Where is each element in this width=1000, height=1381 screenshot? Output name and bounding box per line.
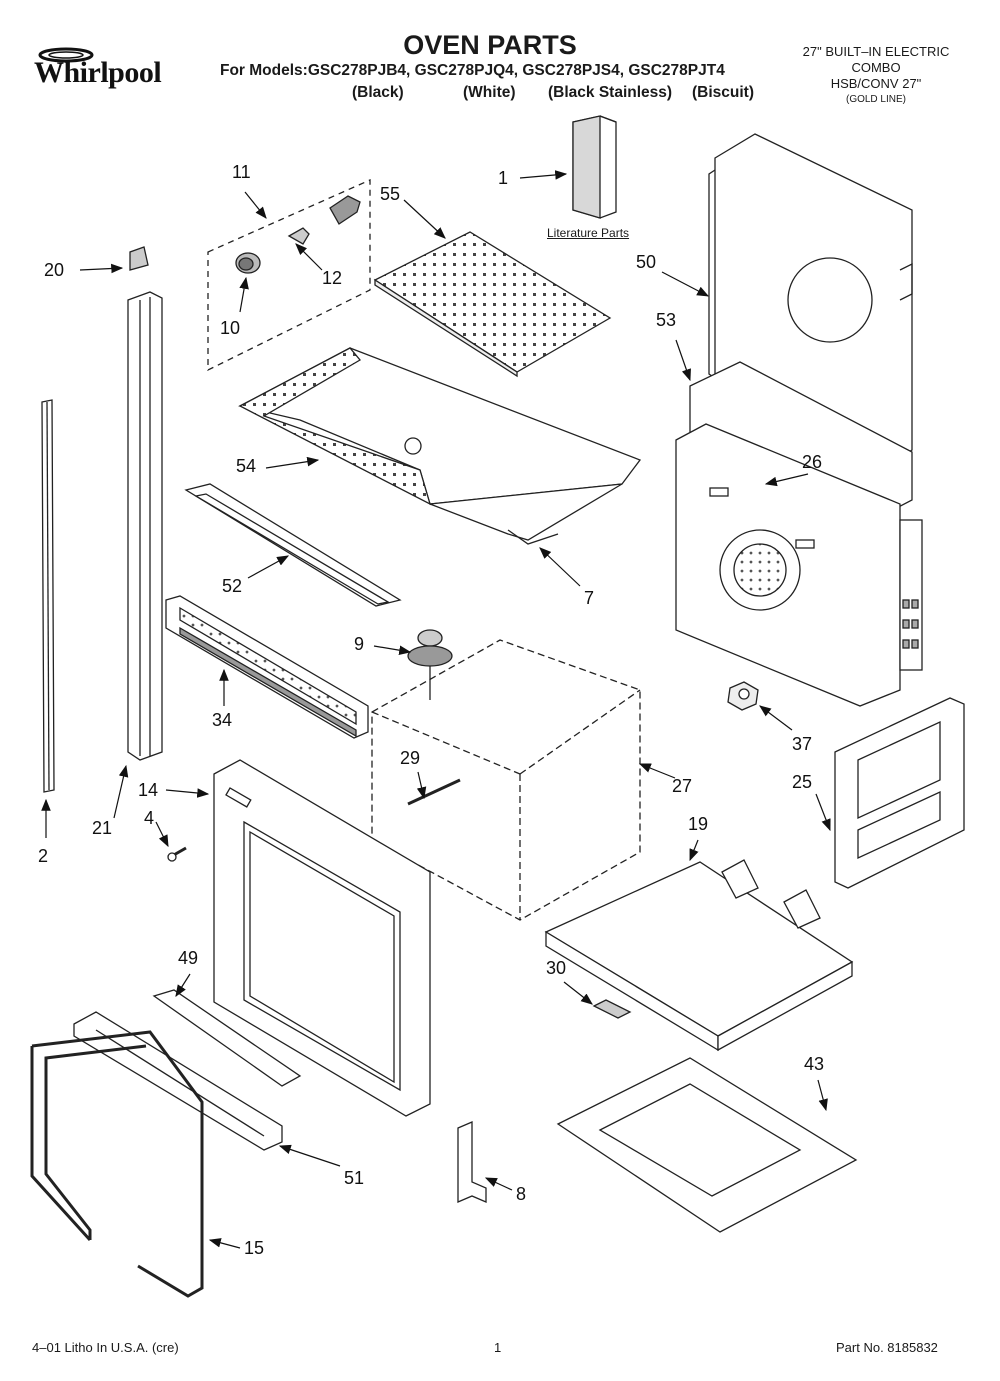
part-30-bracket: [592, 999, 632, 1019]
callout-21: 21: [92, 818, 113, 838]
footer-part-number: Part No. 8185832: [836, 1340, 938, 1355]
part-51-trim: [73, 1011, 283, 1151]
footer-litho: 4–01 Litho In U.S.A. (cre): [32, 1340, 179, 1355]
callout-15: 15: [244, 1238, 265, 1258]
callout-55: 55: [380, 184, 401, 204]
part-9-element: [407, 629, 453, 700]
part-7-tray-bottom: [507, 529, 559, 545]
part-15-gasket: [30, 1030, 204, 1298]
literature-parts-label: Literature Parts: [547, 226, 630, 240]
callout-37: 37: [792, 734, 813, 754]
part-11-group-outline: [207, 178, 371, 372]
part-20-clip: [129, 246, 149, 271]
callout-30: 30: [546, 958, 567, 978]
product-line-3: HSB/CONV 27": [830, 76, 922, 91]
part-43-pan: [556, 1057, 858, 1233]
variant-biscuit: (Biscuit): [692, 84, 754, 101]
product-line-2: COMBO: [851, 60, 901, 75]
part-55-insulation: [373, 231, 612, 378]
callout-20: 20: [44, 260, 65, 280]
callout-25: 25: [792, 772, 813, 792]
callout-7: 7: [584, 588, 595, 608]
part-10-lamp: [235, 252, 261, 274]
part-26-fan-panel: [675, 423, 923, 707]
part-34-vent: [165, 595, 369, 739]
part-14-front-frame: [213, 759, 431, 1117]
variant-black: (Black): [352, 84, 404, 101]
callout-19: 19: [688, 814, 709, 834]
callout-leaders: [41, 170, 831, 1249]
callout-29: 29: [400, 748, 421, 768]
part-52-bracket: [184, 483, 402, 607]
page-title: OVEN PARTS: [403, 30, 577, 60]
logo-swoosh-icon: [38, 47, 94, 63]
callout-49: 49: [178, 948, 199, 968]
part-25-cover: [834, 697, 965, 889]
callout-26: 26: [802, 452, 823, 472]
part-12-bulb: [287, 227, 310, 245]
callout-8: 8: [516, 1184, 527, 1204]
callout-43: 43: [804, 1054, 825, 1074]
callout-9: 9: [354, 634, 365, 654]
callout-34: 34: [212, 710, 233, 730]
models-line: For Models:GSC278PJB4, GSC278PJQ4, GSC27…: [220, 62, 725, 79]
part-49-trim: [152, 989, 302, 1087]
callout-51: 51: [344, 1168, 365, 1188]
callout-53: 53: [656, 310, 677, 330]
callout-2: 2: [38, 846, 49, 866]
callout-10: 10: [220, 318, 241, 338]
product-line-4: (GOLD LINE): [845, 94, 906, 105]
part-8-bracket: [457, 1121, 487, 1203]
logo-wordmark: Whirlpool: [34, 56, 162, 89]
callout-27: 27: [672, 776, 693, 796]
part-21-side-trim: [127, 291, 163, 761]
product-line-1: 27" BUILT–IN ELECTRIC: [802, 44, 950, 59]
footer-page-number: 1: [494, 1340, 502, 1355]
variant-black-stainless: (Black Stainless): [548, 84, 673, 101]
part-1-literature: [572, 115, 617, 219]
product-description: 27" BUILT–IN ELECTRIC COMBO HSB/CONV 27"…: [770, 44, 982, 108]
part-11-socket: [329, 195, 361, 225]
variant-white: (White): [463, 84, 516, 101]
part-37-sensor: [727, 681, 759, 711]
callout-11: 11: [232, 162, 251, 182]
part-4-screw: [167, 846, 187, 862]
callout-50: 50: [636, 252, 657, 272]
whirlpool-logo: Whirlpool: [32, 44, 204, 94]
callout-4: 4: [144, 808, 155, 828]
callout-12: 12: [322, 268, 343, 288]
callout-14: 14: [138, 780, 159, 800]
part-2-strip: [41, 399, 55, 793]
part-54-top-plate: [238, 347, 642, 541]
callout-54: 54: [236, 456, 257, 476]
callout-52: 52: [222, 576, 243, 596]
callout-1: 1: [498, 168, 509, 188]
part-19-shelf: [544, 859, 854, 1052]
part-29-shaft: [407, 778, 461, 806]
